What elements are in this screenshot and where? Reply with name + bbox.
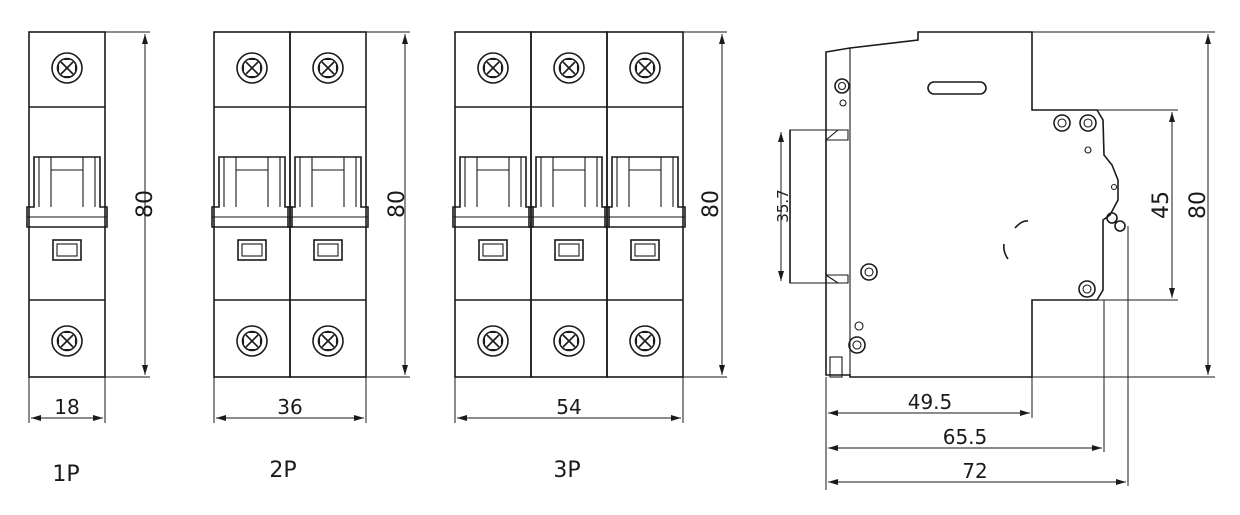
din-rail-clip bbox=[789, 129, 849, 284]
depth-dim-label: 49.5 bbox=[908, 390, 953, 414]
front-view-1p: 80 18 1P bbox=[27, 32, 158, 487]
pole-module bbox=[529, 32, 609, 377]
width-dim-label: 18 bbox=[54, 395, 79, 419]
height-dim-label: 80 bbox=[699, 190, 724, 218]
pole-module bbox=[212, 32, 292, 377]
depth-dim-label: 72 bbox=[962, 459, 987, 483]
rail-dim-label: 35.7 bbox=[774, 189, 792, 222]
pole-module bbox=[27, 32, 107, 377]
width-dim-label: 54 bbox=[556, 395, 581, 419]
height-dim-label: 80 bbox=[133, 190, 158, 218]
pole-module bbox=[605, 32, 685, 377]
front-view-2p: 80 36 2P bbox=[212, 32, 410, 483]
height-dim-label: 80 bbox=[385, 190, 410, 218]
height-inner-dim-label: 45 bbox=[1149, 191, 1174, 219]
label-slot bbox=[927, 81, 987, 95]
view-label-3p: 3P bbox=[553, 458, 580, 483]
depth-dim-label: 65.5 bbox=[943, 425, 988, 449]
view-label-1p: 1P bbox=[52, 462, 79, 487]
breaker-side-outline bbox=[825, 31, 1119, 378]
width-dim-label: 36 bbox=[277, 395, 302, 419]
front-view-3p: 80 54 3P bbox=[453, 32, 727, 483]
side-view: 35.7 45 80 bbox=[774, 31, 1215, 490]
view-label-2p: 2P bbox=[269, 458, 296, 483]
pole-module bbox=[453, 32, 533, 377]
height-outer-dim-label: 80 bbox=[1186, 191, 1211, 219]
pole-module bbox=[288, 32, 368, 377]
